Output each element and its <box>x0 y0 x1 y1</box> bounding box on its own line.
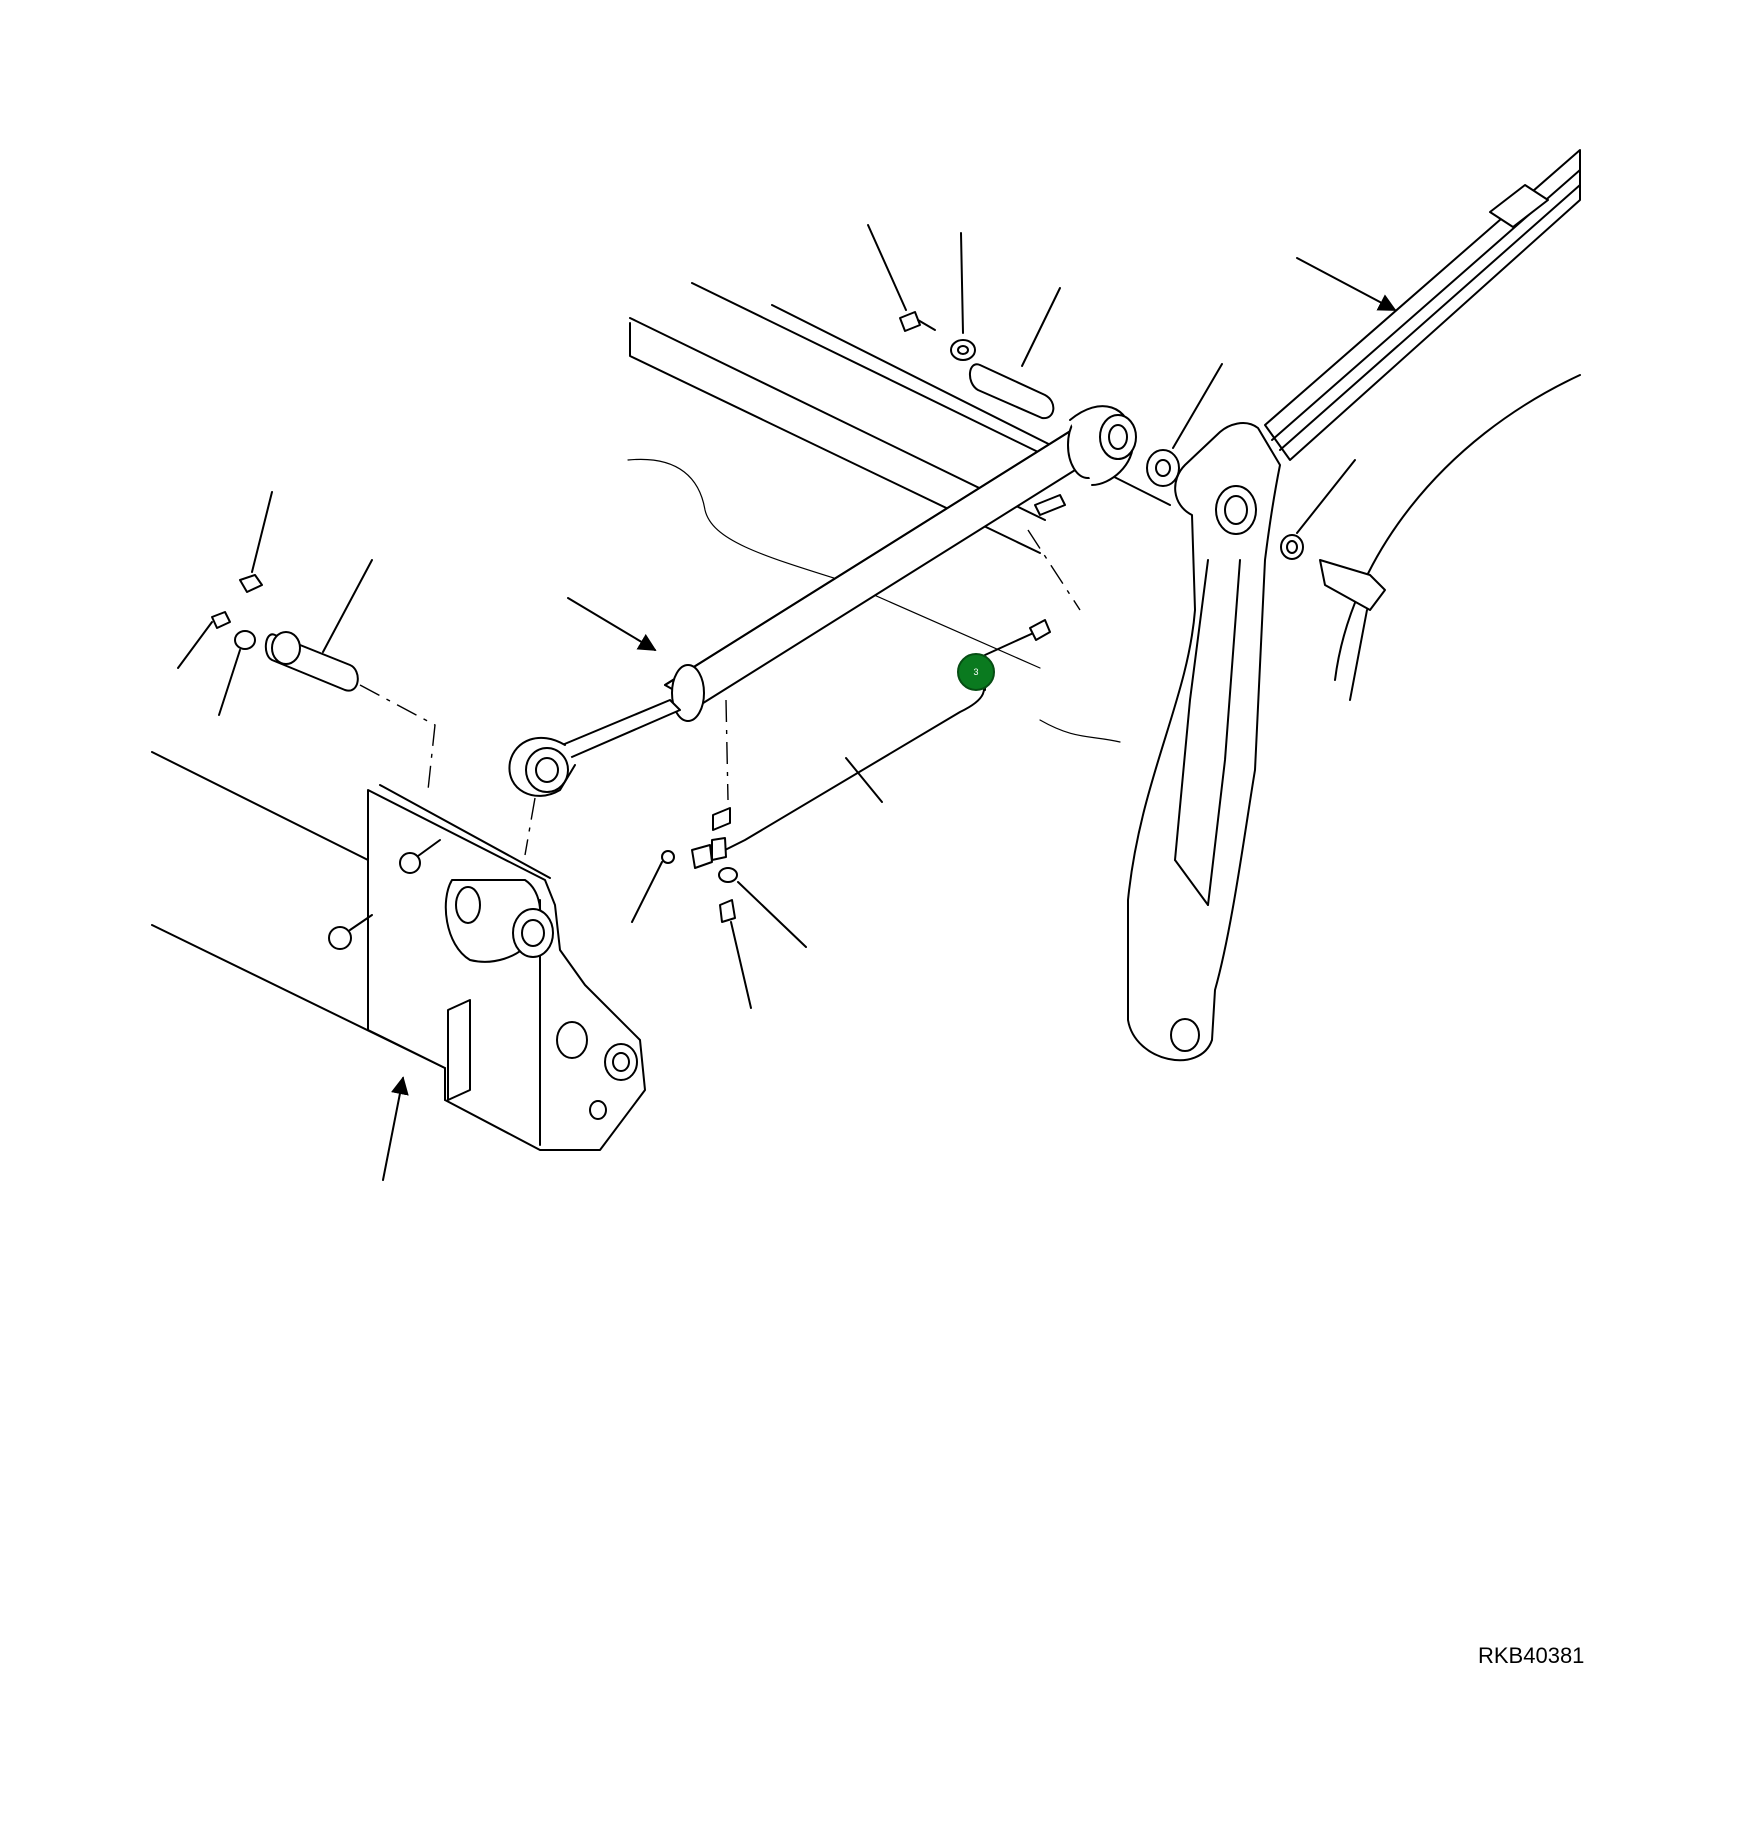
drawing-number: RKB40381 <box>1478 1643 1585 1668</box>
left-pin-hardware <box>211 574 359 692</box>
frame-background-lines <box>627 282 1581 743</box>
hydraulic-cylinder <box>508 405 1137 797</box>
callout-3[interactable]: 3 <box>957 653 995 691</box>
callout-3-label: 3 <box>973 667 978 677</box>
mounting-frame <box>151 751 646 1151</box>
frame-fittings <box>328 839 441 950</box>
callout-3-marker[interactable] <box>957 653 995 691</box>
boom-arm <box>1127 149 1581 1062</box>
upper-pin-hardware <box>899 311 1386 611</box>
centerlines <box>359 529 1081 856</box>
leader-lines <box>177 224 1397 1181</box>
